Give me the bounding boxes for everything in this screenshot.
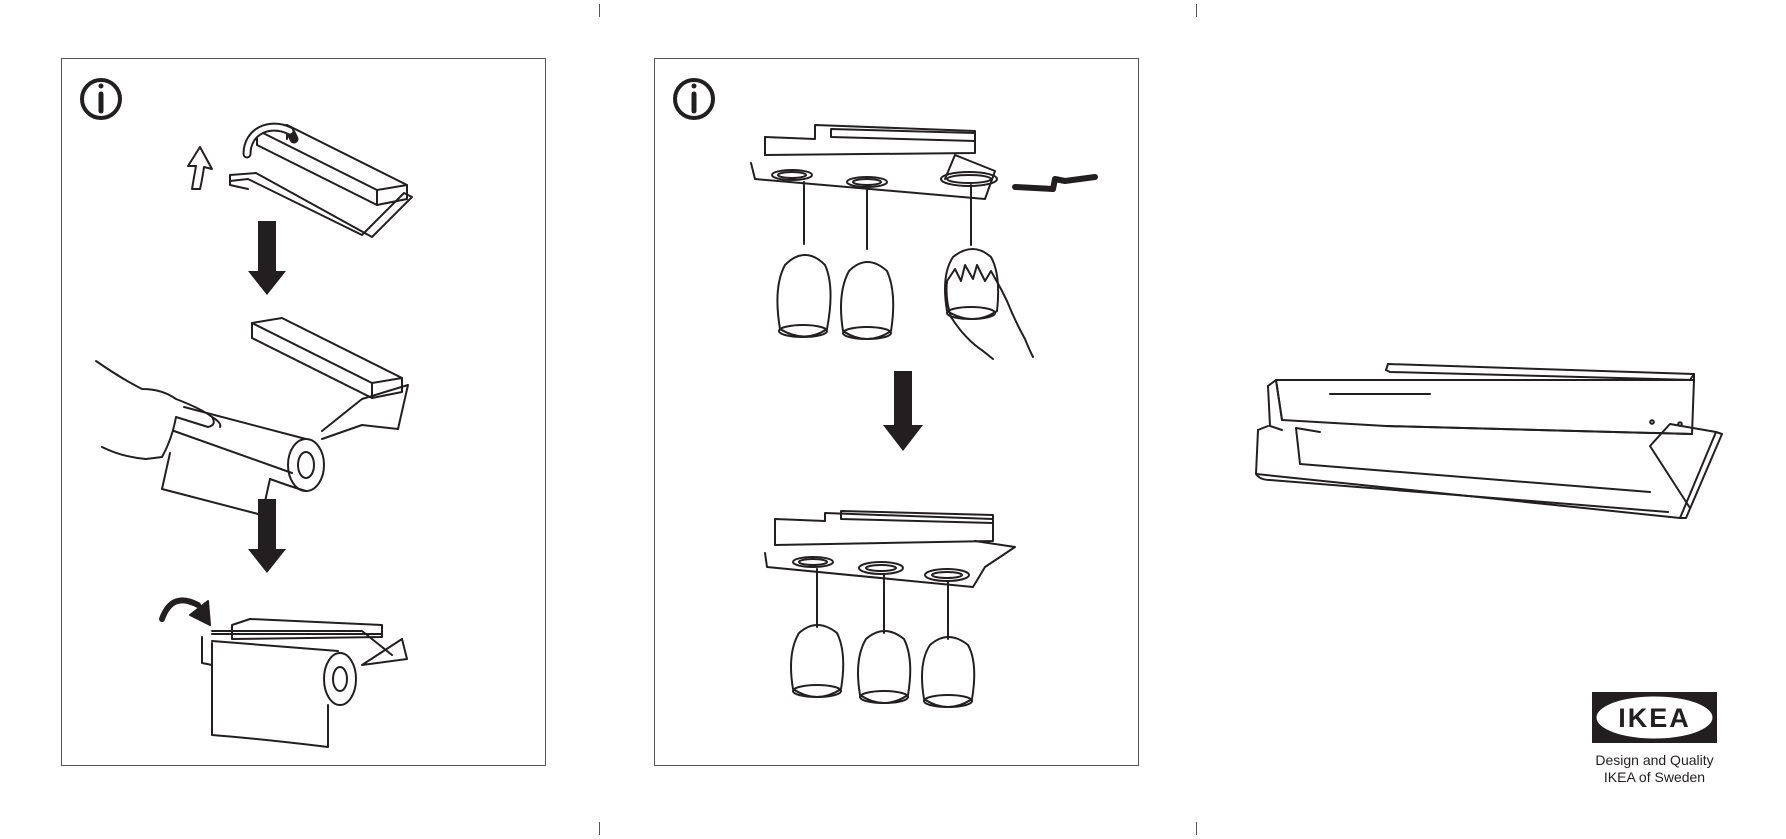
wine-glass-4 <box>791 569 843 697</box>
paper-roll-step-3 <box>212 641 356 747</box>
arrow-right-icon <box>1015 177 1095 189</box>
crop-mark-top-right <box>1196 4 1197 17</box>
rail-step-1 <box>751 125 997 199</box>
tagline: Design and Quality IKEA of Sweden <box>1572 752 1737 786</box>
info-icon <box>82 80 120 118</box>
arrow-down-icon <box>248 221 286 295</box>
panel-paper-towel <box>61 58 546 766</box>
wine-glass-1 <box>777 182 830 337</box>
tagline-line-2: IKEA of Sweden <box>1572 769 1737 786</box>
rack-drawing <box>1240 350 1740 540</box>
rail-step-2 <box>252 318 408 439</box>
svg-text:®: ® <box>1706 702 1712 710</box>
arrow-down-icon <box>883 371 923 451</box>
panel-wine-glasses <box>654 58 1139 766</box>
crop-mark-bottom-right <box>1196 822 1197 835</box>
svg-text:IKEA: IKEA <box>1618 703 1691 733</box>
hand-step-2 <box>96 361 220 459</box>
crop-mark-top-left <box>599 4 600 17</box>
hand-icon <box>947 265 1034 359</box>
product-illustration <box>1240 350 1740 540</box>
rotate-arrow-icon <box>162 600 210 625</box>
arrow-down-icon <box>248 499 286 573</box>
ikea-logo: IKEA ® <box>1592 692 1717 743</box>
crop-mark-bottom-left <box>599 822 600 835</box>
paper-roll-step-2 <box>162 407 324 515</box>
paper-towel-illustration <box>62 59 547 767</box>
tagline-line-1: Design and Quality <box>1572 752 1737 769</box>
wine-glass-5 <box>858 575 910 703</box>
wine-glass-6 <box>922 581 974 707</box>
info-icon <box>675 80 713 118</box>
ikea-logo-mark: IKEA ® <box>1592 692 1717 743</box>
rail-step-1 <box>230 125 412 237</box>
wine-glass-2 <box>841 189 893 339</box>
wine-glass-illustration <box>655 59 1140 767</box>
wine-glass-3 <box>945 185 998 319</box>
rail-step-2 <box>765 511 1015 587</box>
